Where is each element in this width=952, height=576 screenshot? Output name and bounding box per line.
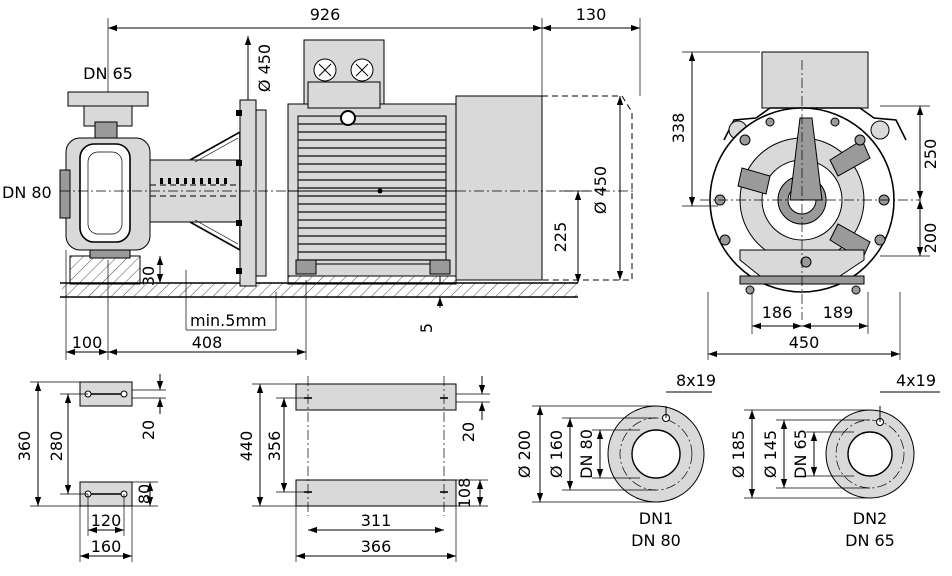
flange-diameter: Ø 450	[255, 44, 274, 92]
shaft-height: 225	[551, 222, 570, 253]
end-lower-height: 200	[921, 223, 940, 254]
end-upper-height: 250	[921, 139, 940, 170]
motor-flange	[239, 99, 257, 287]
flange-dn2-detail: 4x19 Ø 185 Ø 145 DN 65 DN2 DN 65	[729, 371, 940, 550]
motor-overhang: 130	[576, 5, 607, 24]
pump-foot-slot-width: 20	[139, 420, 158, 440]
lifting-eye	[340, 110, 356, 126]
motor-diameter: Ø 450	[591, 166, 610, 214]
foot-distance: 408	[192, 333, 223, 352]
pump-base-block	[69, 255, 141, 285]
motor-foot-detail: 440 356 20 108 311 366	[237, 376, 490, 562]
dn1-holes: 8x19	[676, 371, 716, 390]
pump-foot-outer-distance: 360	[15, 431, 34, 462]
pump-foot-inner-distance: 280	[47, 431, 66, 462]
dn2-holes: 4x19	[896, 371, 936, 390]
discharge-flange	[67, 91, 149, 107]
lantern-slots	[160, 178, 227, 184]
dn1-outer-dia: Ø 200	[515, 430, 534, 478]
dn1-name: DN1	[639, 509, 673, 528]
dn2-outer-dia: Ø 185	[729, 430, 748, 478]
motor-base-block	[287, 275, 457, 285]
motor-foot-outer-width: 366	[361, 537, 392, 556]
gap-dimension: 5	[417, 323, 436, 333]
suction-label: DN 80	[2, 183, 52, 202]
end-view	[700, 51, 920, 320]
ground-hatch	[62, 283, 577, 297]
clearance-note: min.5mm	[190, 311, 267, 330]
motor-foot-inner-width: 311	[361, 511, 392, 530]
pump-foot-outer-width: 160	[91, 537, 122, 556]
pump-foot-inner-width: 120	[91, 511, 122, 530]
dn2-bore: DN 65	[791, 429, 810, 479]
motor-foot-outer-distance: 440	[237, 431, 256, 462]
motor-foot-depth: 108	[455, 478, 474, 509]
end-terminal-box	[761, 51, 869, 109]
suction-offset: 100	[72, 333, 103, 352]
end-total-width: 450	[789, 333, 820, 352]
side-view-dimensions: 926 130 DN 65 DN 80 Ø 450 Ø 450 225 30 m…	[2, 5, 641, 360]
dn2-name: DN2	[853, 509, 887, 528]
end-overall-height: 338	[669, 113, 688, 144]
end-left-width: 186	[762, 303, 793, 322]
flange-dn1-detail: 8x19 Ø 200 Ø 160 DN 80 DN1 DN 80	[515, 371, 716, 550]
cooling-fins	[297, 115, 447, 265]
dn1-bolt-circle: Ø 160	[547, 430, 566, 478]
end-right-width: 189	[823, 303, 854, 322]
fan-cover	[455, 95, 543, 281]
dn1-size: DN 80	[631, 531, 681, 550]
discharge-label: DN 65	[83, 64, 133, 83]
motor-foot-slot-width: 20	[459, 422, 478, 442]
end-view-dimensions: 338 250 200 186 189 450	[669, 51, 940, 360]
dn2-size: DN 65	[845, 531, 895, 550]
pump-foot-depth: 80	[135, 484, 154, 504]
side-view	[59, 39, 636, 298]
base-height: 30	[139, 266, 158, 286]
suction-flange	[59, 169, 71, 219]
pump-foot-detail: 360 280 20 80 120 160	[15, 374, 166, 562]
motor-foot-inner-distance: 356	[265, 431, 284, 462]
dn2-bolt-circle: Ø 145	[761, 430, 780, 478]
overall-length: 926	[310, 5, 341, 24]
dn1-bore: DN 80	[577, 429, 596, 479]
